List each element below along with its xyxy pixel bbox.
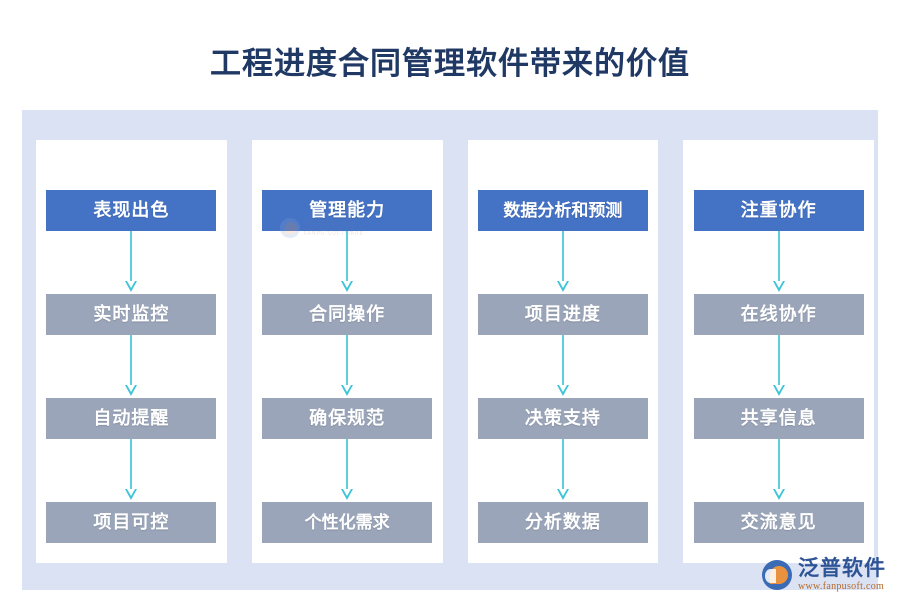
fanpu-logo-icon [762, 560, 792, 590]
brand-logo: 泛普软件 www.fanpusoft.com [762, 558, 886, 592]
flow-step-box-4-3[interactable]: 交流意见 [693, 502, 864, 543]
flow-arrow-down-icon [772, 231, 786, 294]
flow-arrow-down-icon [340, 231, 354, 294]
flow-step-box-1-2[interactable]: 自动提醒 [46, 398, 217, 439]
flow-arrow-down-icon [556, 439, 570, 502]
brand-url: www.fanpusoft.com [798, 581, 885, 592]
flow-step-box-1-3[interactable]: 项目可控 [46, 502, 217, 543]
flow-step-box-2-3[interactable]: 个性化需求 [262, 502, 433, 543]
brand-name: 泛普软件 [798, 557, 886, 580]
flow-column-2: 泛普软件 FANPU SOFTWARE 管理能力 合同操作 确保规范 个性化需求 [251, 140, 443, 563]
flow-step-box-3-2[interactable]: 决策支持 [477, 398, 648, 439]
flow-step-box-2-1[interactable]: 合同操作 [262, 294, 433, 335]
flow-step-box-3-3[interactable]: 分析数据 [477, 502, 648, 543]
flow-arrow-down-icon [556, 335, 570, 398]
flow-step-box-4-1[interactable]: 在线协作 [693, 294, 864, 335]
flow-step-box-1-1[interactable]: 实时监控 [46, 294, 217, 335]
flow-header-box-1[interactable]: 表现出色 [46, 190, 217, 231]
page-title: 工程进度合同管理软件带来的价值 [210, 46, 690, 81]
flow-arrow-down-icon [124, 231, 138, 294]
flow-arrow-down-icon [772, 335, 786, 398]
flow-step-box-2-2[interactable]: 确保规范 [262, 398, 433, 439]
flow-arrow-down-icon [340, 335, 354, 398]
flow-column-3: 数据分析和预测 项目进度 决策支持 分析数据 [467, 140, 659, 563]
flow-arrow-down-icon [556, 231, 570, 294]
flow-header-box-3[interactable]: 数据分析和预测 [477, 190, 648, 231]
flow-step-box-3-1[interactable]: 项目进度 [477, 294, 648, 335]
flow-arrow-down-icon [124, 335, 138, 398]
flow-column-4: 注重协作 在线协作 共享信息 交流意见 [683, 140, 874, 563]
watermark-subtitle: FANPU SOFTWARE [303, 231, 364, 237]
flow-arrow-down-icon [340, 439, 354, 502]
flowchart-columns: 表现出色 实时监控 自动提醒 项目可控 泛普软件 FANPU SOFTWARE … [36, 140, 874, 563]
flow-column-1: 表现出色 实时监控 自动提醒 项目可控 [36, 140, 227, 563]
flow-arrow-down-icon [124, 439, 138, 502]
flow-arrow-down-icon [772, 439, 786, 502]
flow-header-box-4[interactable]: 注重协作 [693, 190, 864, 231]
flow-step-box-4-2[interactable]: 共享信息 [693, 398, 864, 439]
flow-header-box-2[interactable]: 管理能力 [262, 190, 433, 231]
